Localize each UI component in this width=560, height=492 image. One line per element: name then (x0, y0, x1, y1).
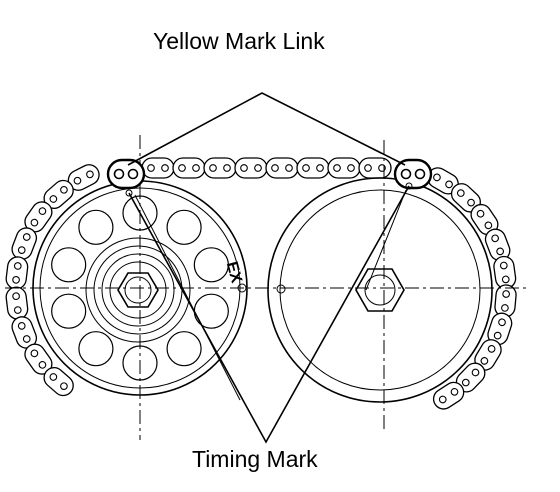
chain-link (24, 201, 53, 233)
intake-hex-socket (355, 268, 405, 312)
intake-sprocket-outer-rim (267, 177, 493, 403)
lightening-hole (78, 209, 114, 245)
exhaust-hex-bolt (117, 272, 159, 308)
chain-link (234, 157, 268, 179)
chain-link (265, 157, 299, 179)
timing-mark-leader (128, 185, 410, 444)
chain-link (5, 286, 29, 320)
chain-link (487, 312, 513, 346)
chain-link (494, 284, 517, 318)
exhaust-hub-washer (109, 261, 167, 319)
intake-bolt-center (364, 274, 396, 306)
chain-link (327, 157, 361, 179)
yellow-link-right (393, 158, 433, 190)
chain-link (11, 227, 38, 260)
chain-link (5, 256, 29, 290)
chain-link (474, 339, 502, 371)
yellow-mark-link-label: Yellow Mark Link (153, 28, 325, 54)
callout-leader-lines (127, 92, 410, 444)
center-lines (5, 135, 528, 440)
chain-link (172, 157, 206, 179)
intake-camshaft-sprocket (267, 177, 493, 403)
chain-link (141, 157, 175, 179)
lightening-hole (193, 293, 229, 329)
exhaust-hub-ring-outer (85, 237, 191, 343)
chain-link (432, 381, 465, 410)
chain-link (43, 366, 74, 397)
yellow-link-left (106, 158, 146, 190)
chain-link (24, 343, 53, 375)
lightening-hole (193, 247, 229, 283)
yellow-mark-leader (127, 92, 406, 166)
lightening-hole (51, 247, 87, 283)
lightening-hole (166, 331, 202, 367)
timing-leader-aux-right (365, 189, 407, 291)
chain-link (296, 157, 330, 179)
chain-timing-dot-left (125, 189, 133, 197)
chain-link (11, 316, 38, 349)
intake-sprocket-timing-dot (276, 284, 286, 294)
timing-mark-label: Timing Mark (192, 446, 318, 472)
lightening-hole (51, 293, 87, 329)
exhaust-hub-ring-mid (93, 245, 183, 335)
intake-sprocket-inner-rim (279, 189, 481, 391)
chain-link (427, 167, 459, 195)
chain-link (470, 203, 499, 236)
ex-marking-label: EX (223, 260, 245, 285)
exhaust-hub-ring-inner (101, 253, 175, 327)
chain-link (358, 157, 392, 179)
chain-timing-dot-right (405, 182, 413, 190)
timing-leader-aux-left (134, 194, 241, 401)
lightening-hole (78, 331, 114, 367)
exhaust-bolt-center (124, 276, 152, 304)
yellow-mark-links (106, 158, 433, 190)
chain-link (67, 164, 100, 191)
chain-link (203, 157, 237, 179)
lightening-hole (166, 209, 202, 245)
